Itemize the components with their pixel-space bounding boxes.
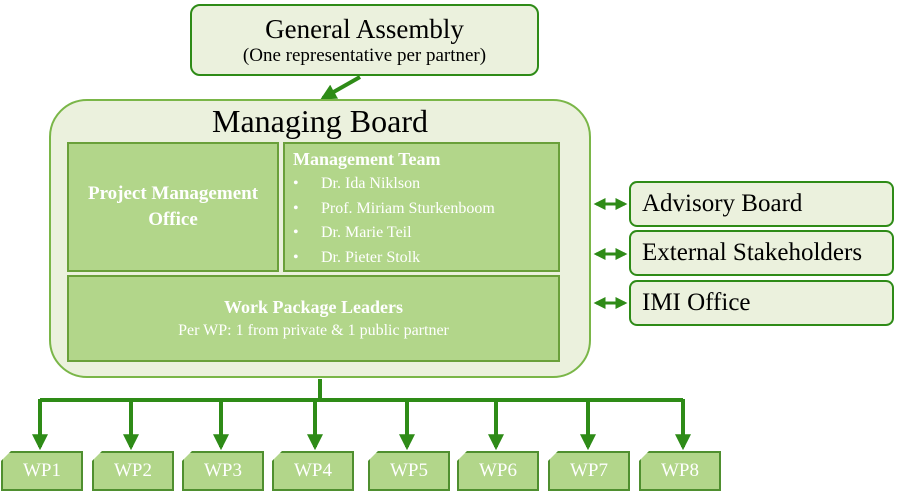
project-management-office-box: Project Management Office [67,142,279,272]
member-name: Dr. Pieter Stolk [321,248,421,266]
assembly-to-board-arrow [320,75,361,100]
list-item: •Dr. Marie Teil [293,224,412,241]
wp2-box: WP2 [92,451,174,491]
imi-office-box: IMI Office [629,280,894,326]
member-name: Dr. Marie Teil [321,224,412,241]
wp7-label: WP7 [570,460,608,481]
wp-drop-arrows [32,399,691,451]
list-item: •Dr. Pieter Stolk [293,248,421,266]
wp4-label: WP4 [294,460,332,481]
general-assembly-title: General Assembly [265,14,464,44]
wp8-box: WP8 [639,451,721,491]
wp5-label: WP5 [390,460,428,481]
wp2-label: WP2 [114,460,152,481]
general-assembly-subtitle: (One representative per partner) [242,45,487,66]
wp1-box: WP1 [1,451,83,491]
member-name: Prof. Miriam Sturkenboom [321,199,495,217]
wp6-box: WP6 [457,451,539,491]
advisory-board-label: Advisory Board [642,190,803,217]
management-team-title: Management Team [293,149,441,169]
external-stakeholders-label: External Stakeholders [642,239,863,266]
wp3-label: WP3 [204,460,242,481]
managing-board-title: Managing Board [212,103,428,139]
wp8-label: WP8 [661,460,699,481]
external-stakeholders-box: External Stakeholders [629,230,894,276]
member-name: Dr. Ida Niklson [321,175,421,192]
list-item: •Dr. Ida Niklson [293,175,421,192]
work-package-leaders-title: Work Package Leaders [224,297,403,317]
list-item: •Prof. Miriam Sturkenboom [293,199,495,217]
advisory-board-box: Advisory Board [629,181,894,227]
wp5-box: WP5 [368,451,450,491]
wp7-box: WP7 [548,451,630,491]
work-package-leaders-note: Per WP: 1 from private & 1 public partne… [178,322,449,339]
management-team-list: •Dr. Ida Niklson •Prof. Miriam Sturkenbo… [293,172,558,270]
project-management-office-label: Project Management Office [87,183,259,230]
wp4-box: WP4 [272,451,354,491]
wp6-label: WP6 [479,460,517,481]
imi-office-label: IMI Office [642,289,751,316]
wp1-label: WP1 [23,460,61,481]
wp3-box: WP3 [182,451,264,491]
work-package-leaders-box: Work Package Leaders Per WP: 1 from priv… [67,275,560,362]
general-assembly-box: General Assembly (One representative per… [190,4,539,76]
management-team-box: Management Team •Dr. Ida Niklson •Prof. … [283,142,560,272]
